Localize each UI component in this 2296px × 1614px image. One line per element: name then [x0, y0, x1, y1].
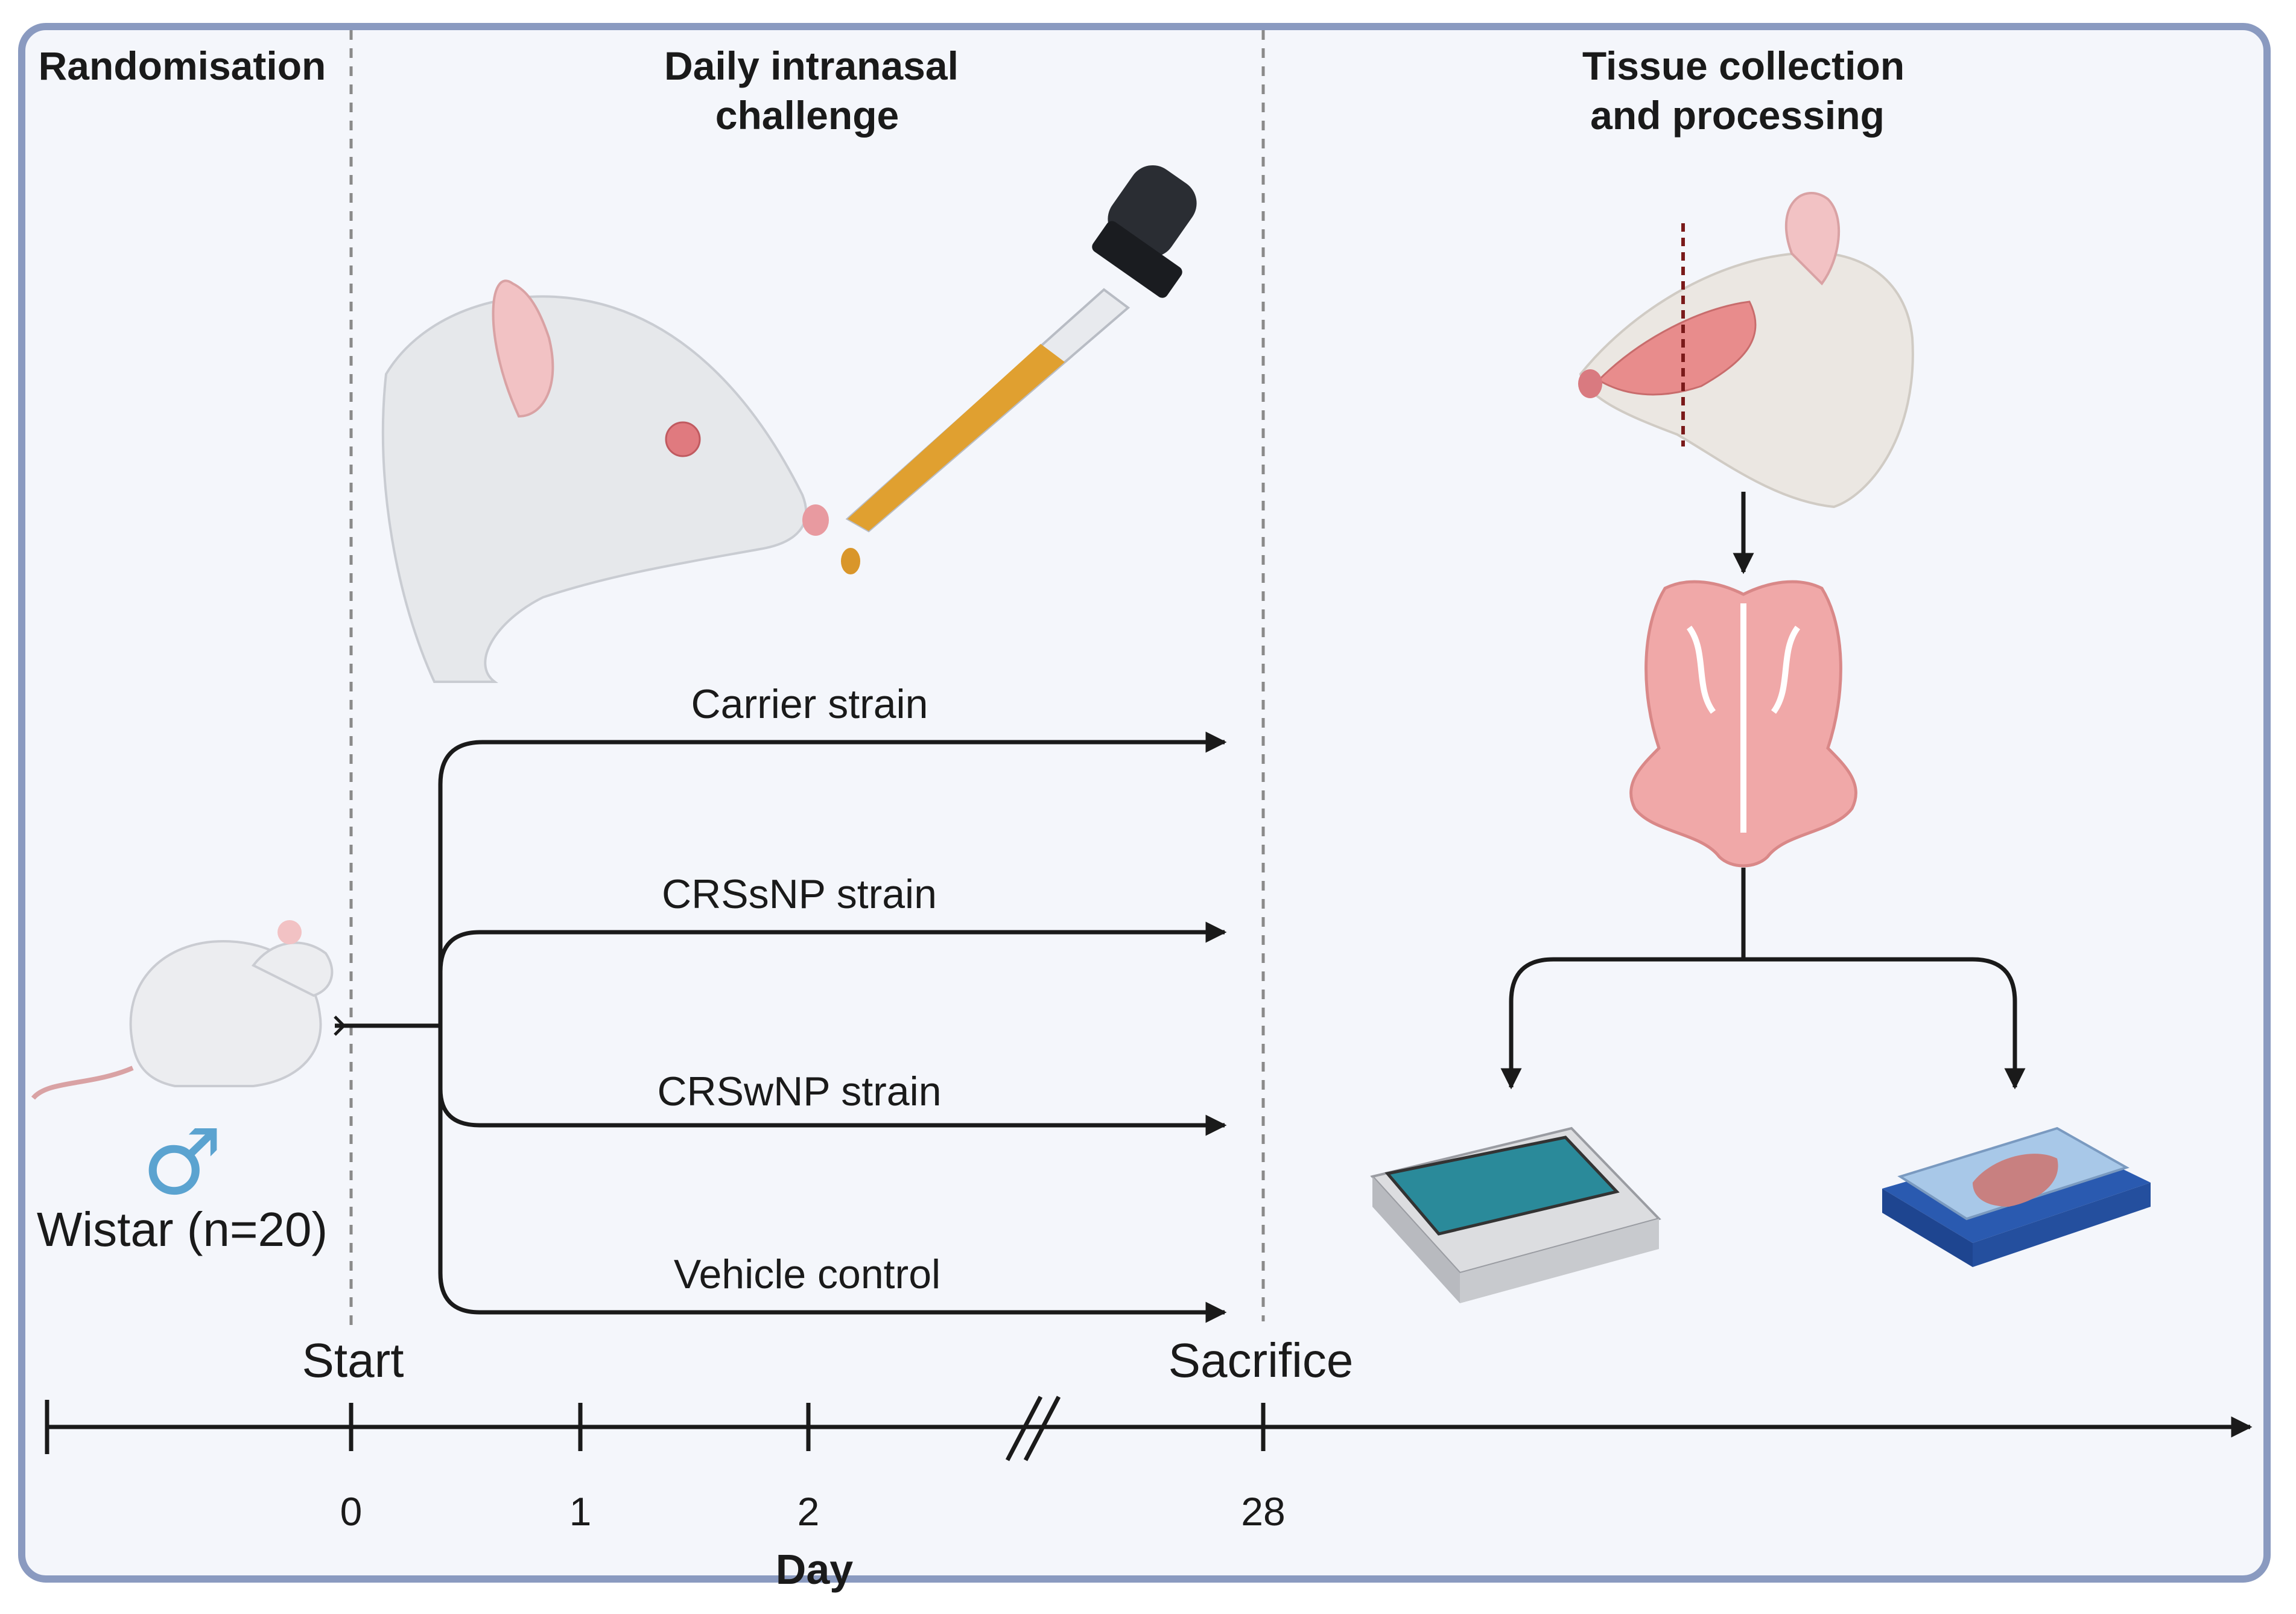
group-label: CRSwNP strain	[657, 1069, 941, 1114]
heading-challenge-line1: Daily intranasal	[664, 43, 959, 88]
timeline-tick-label: 1	[569, 1489, 592, 1534]
timeline-tick-label: 0	[340, 1489, 363, 1534]
group-label: CRSsNP strain	[662, 871, 937, 917]
cohort-label: Wistar (n=20)	[37, 1203, 328, 1256]
heading-randomisation: Randomisation	[39, 43, 326, 88]
rat-body-illustration	[31, 920, 334, 1100]
heading-tissue-line1: Tissue collection	[1582, 43, 1904, 88]
male-symbol: ♂	[142, 1110, 223, 1215]
group-label: Carrier strain	[691, 681, 928, 727]
dropper-icon	[841, 165, 1197, 574]
droplet	[841, 548, 860, 574]
rat-nose	[802, 504, 829, 536]
split-connector	[1509, 868, 2017, 1086]
nasal-section-illustration	[1629, 580, 1857, 868]
timeline-tick-label: 2	[798, 1489, 820, 1534]
timeline-axis-label: Day	[776, 1546, 853, 1593]
timeline-start-label: Start	[302, 1333, 404, 1387]
heading-tissue-line2: and processing	[1590, 93, 1885, 138]
rat-section-illustration	[1578, 192, 1914, 509]
slide-scanner-icon	[1370, 1126, 1661, 1303]
group-label: Vehicle control	[674, 1251, 940, 1297]
heading-challenge-line2: challenge	[715, 93, 899, 138]
axis-break-icon	[1005, 1396, 1061, 1461]
microscope-slide-icon	[1882, 1126, 2151, 1267]
timeline-tick-label: 28	[1241, 1489, 1285, 1534]
branch-connector	[335, 740, 1213, 1315]
timeline-end-label: Sacrifice	[1169, 1333, 1354, 1387]
rat-head-illustration	[381, 279, 829, 683]
rat-eye	[665, 421, 701, 457]
